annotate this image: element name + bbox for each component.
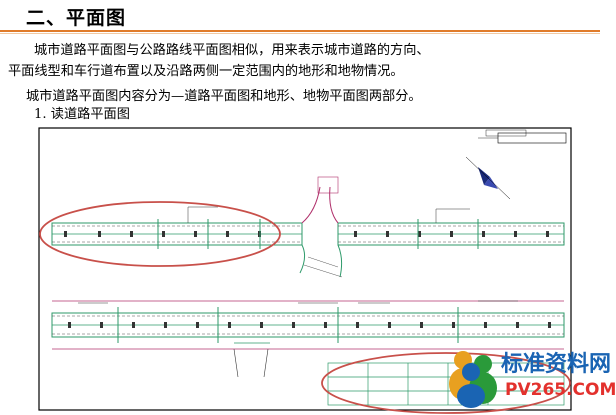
header-rule-light [0, 33, 600, 34]
section-heading: 二、平面图 [26, 7, 127, 29]
lower-leader-lines [78, 300, 518, 304]
watermark-site-url: PV265.COM [505, 380, 616, 400]
body-text-line-3: 城市道路平面图内容分为—道路平面图和地形、地物平面图两部分。 [26, 89, 422, 104]
watermark-site-name: 标准资料网 [501, 352, 612, 377]
body-text-line-2: 平面线型和车行道布置以及沿路两侧一定范围内的地形和地物情况。 [8, 64, 404, 79]
lower-green-posts [117, 307, 459, 343]
lower-station-marks [68, 322, 551, 328]
watermark-logo: 标准资料网 PV265.COM [443, 342, 616, 415]
header-rule [0, 30, 600, 32]
upper-leader-lines [187, 206, 470, 223]
body-text-line-4: 1. 读道路平面图 [34, 107, 130, 122]
body-text-line-1: 城市道路平面图与公路路线平面图相似，用来表示城市道路的方向、 [34, 43, 430, 58]
upper-green-posts [157, 219, 479, 249]
lower-side-road [233, 342, 270, 378]
lower-road [51, 300, 565, 350]
people-logo-icon [449, 351, 497, 408]
north-arrow-icon [465, 156, 511, 200]
intersection-roads [299, 176, 343, 278]
highlight-ellipse-title-block [321, 352, 571, 414]
slide-header: 二、平面图 [0, 0, 600, 30]
highlight-ellipse-road [39, 201, 281, 267]
sheet-title-box [485, 129, 527, 137]
upper-road-west [51, 222, 303, 246]
